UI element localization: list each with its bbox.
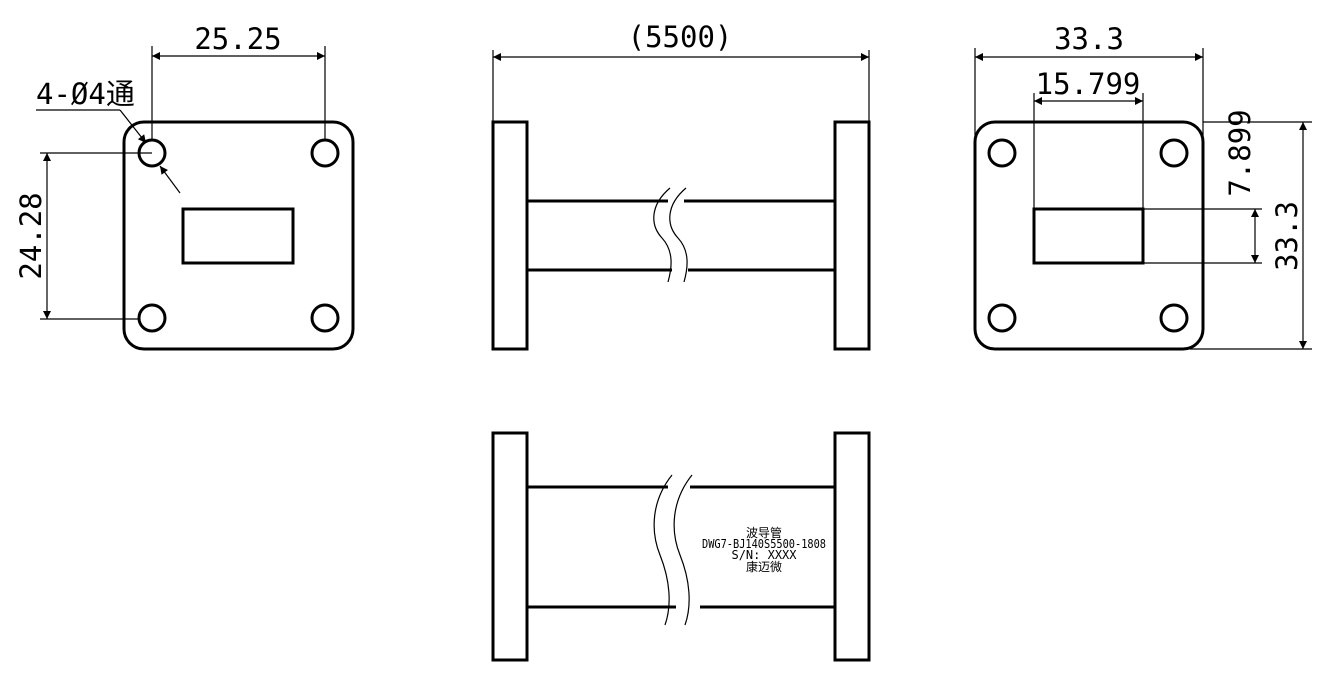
mounting-hole — [1159, 303, 1189, 333]
label-line-4: 康迈微 — [746, 559, 782, 574]
dimension-text: (5500) — [628, 20, 733, 54]
dimension-total-length: (5500) — [492, 20, 870, 122]
hole-callout: 4-Ø4通 — [36, 77, 181, 194]
label-line-3: S/N: XXXX — [731, 548, 797, 562]
break-line — [673, 474, 693, 626]
side-view-top — [491, 120, 871, 351]
dimension-text: 33.3 — [1054, 22, 1124, 56]
mounting-hole — [310, 138, 340, 168]
mounting-hole — [1159, 138, 1189, 168]
waveguide-aperture — [1032, 207, 1145, 265]
mounting-hole — [987, 138, 1017, 168]
label-line-1: 波导管 — [746, 525, 782, 540]
right-flange-view — [973, 120, 1205, 351]
dimension-right-width: 33.3 — [974, 22, 1204, 150]
right-flange — [833, 120, 871, 351]
dimension-left-width: 25.25 — [151, 22, 326, 140]
side-view-bottom — [491, 431, 871, 662]
mounting-hole — [310, 303, 340, 333]
product-label: 波导管 DWG7-BJ140S5500-1808 S/N: XXXX 康迈微 — [702, 525, 826, 574]
dimension-text: 24.28 — [14, 192, 48, 279]
break-line — [669, 187, 688, 283]
dimension-text: 25.25 — [194, 22, 281, 56]
break-line — [653, 187, 672, 283]
dimension-text: 7.899 — [1223, 109, 1257, 196]
mounting-hole — [987, 303, 1017, 333]
left-flange — [491, 120, 529, 351]
dimension-aperture-height: 7.899 — [1143, 109, 1262, 264]
dimension-aperture-width: 15.799 — [1033, 67, 1144, 209]
dimension-right-height: 33.3 — [1190, 121, 1312, 350]
dimension-left-height: 24.28 — [14, 152, 152, 320]
right-flange — [833, 431, 871, 662]
left-flange — [491, 431, 529, 662]
label-line-2: DWG7-BJ140S5500-1808 — [702, 537, 826, 551]
flange-outline — [122, 120, 355, 351]
dimension-text: 33.3 — [1270, 201, 1304, 271]
hole-note: 4-Ø4通 — [36, 77, 135, 111]
waveguide-aperture — [181, 207, 295, 265]
left-flange-view — [122, 120, 355, 351]
mounting-hole — [137, 303, 167, 333]
break-line — [653, 474, 673, 626]
flange-outline — [973, 120, 1205, 351]
dimension-text: 15.799 — [1036, 67, 1141, 101]
